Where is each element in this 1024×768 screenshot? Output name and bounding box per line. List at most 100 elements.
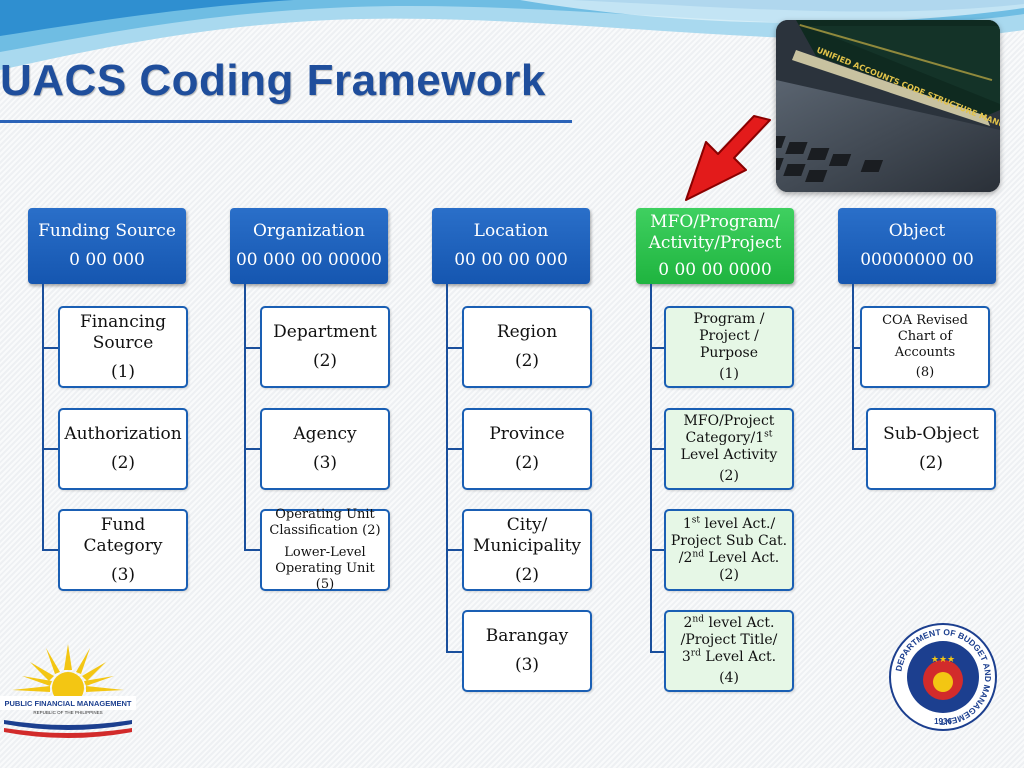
ordinal-suffix: st <box>691 515 701 526</box>
box-program-project-purpose: Program / Project / Purpose (1) <box>664 306 794 388</box>
box-label-secondary: Lower-Level Operating Unit (5) <box>275 545 375 592</box>
box-digits: (2) <box>918 453 944 473</box>
box-label: Agency <box>293 424 357 444</box>
header-name: Location <box>473 221 549 241</box>
header-location: Location 00 00 00 000 <box>432 208 590 284</box>
box-label-part: 2 <box>683 615 693 631</box>
ordinal-suffix: rd <box>690 648 701 659</box>
box-coa-revised-chart: COA Revised Chart of Accounts (8) <box>860 306 990 388</box>
pfm-logo-subtext: REPUBLIC OF THE PHILIPPINES <box>33 710 102 715</box>
box-mfo-project-category: MFO/Project Category/1st Level Activity … <box>664 408 794 490</box>
connector <box>650 549 666 551</box>
box-digits: (3) <box>110 564 136 585</box>
connector <box>42 347 60 349</box>
box-sub-object: Sub-Object (2) <box>866 408 996 490</box>
dbm-seal: DEPARTMENT OF BUDGET AND MANAGEMENT ★★★ … <box>889 623 997 731</box>
connector <box>446 347 464 349</box>
box-authorization: Authorization (2) <box>58 408 188 490</box>
box-digits: (2) <box>719 468 739 484</box>
box-label-part: Level Act. <box>700 649 777 665</box>
box-label-part: level Act. /Project Title/ 3 <box>680 615 778 665</box>
box-digits: (3) <box>312 453 338 473</box>
header-name: Organization <box>252 221 365 241</box>
box-barangay: Barangay (3) <box>462 610 592 692</box>
header-name: Object <box>888 221 946 241</box>
header-code: 00000000 00 <box>860 250 974 270</box>
box-digits: (2) <box>514 564 540 585</box>
connector <box>42 448 60 450</box>
box-digits: (8) <box>915 365 935 380</box>
box-digits: (2) <box>719 567 739 583</box>
box-label-part: 1 <box>682 516 692 532</box>
connector <box>42 549 60 551</box>
box-digits: (4) <box>719 670 739 686</box>
connector <box>244 549 262 551</box>
header-swoosh <box>0 0 1024 70</box>
box-label-part: Level Act. <box>704 550 780 566</box>
box-label: Program / Project / Purpose <box>693 311 765 361</box>
box-city-municipality: City/ Municipality (2) <box>462 509 592 591</box>
box-digits: (2) <box>514 453 540 473</box>
box-financing-source: Financing Source (1) <box>58 306 188 388</box>
box-agency: Agency (3) <box>260 408 390 490</box>
box-label: Financing Source <box>79 311 167 353</box>
box-region: Region (2) <box>462 306 592 388</box>
connector-vertical <box>650 284 652 652</box>
slide-title: UACS Coding Framework <box>0 56 546 105</box>
connector <box>244 347 262 349</box>
pfm-logo-text: PUBLIC FINANCIAL MANAGEMENT <box>5 699 132 708</box>
box-digits: (2) <box>110 453 136 473</box>
header-code: 0 00 00 0000 <box>658 259 772 280</box>
connector <box>446 651 464 653</box>
connector <box>446 448 464 450</box>
box-digits: (2) <box>514 351 540 371</box>
box-label: City/ Municipality <box>472 514 582 556</box>
box-first-level-activity: 1st level Act./ Project Sub Cat. /2nd Le… <box>664 509 794 591</box>
box-label-part: Level Activity <box>680 447 778 463</box>
box-label: 1st level Act./ Project Sub Cat. /2nd Le… <box>670 516 788 567</box>
svg-text:★★★: ★★★ <box>931 655 955 665</box>
pfm-logo: PUBLIC FINANCIAL MANAGEMENT REPUBLIC OF … <box>0 644 136 738</box>
header-code: 0 00 000 <box>69 250 145 270</box>
box-province: Province (2) <box>462 408 592 490</box>
box-label: Region <box>496 322 558 342</box>
ordinal-suffix: st <box>764 429 773 440</box>
box-department: Department (2) <box>260 306 390 388</box>
connector <box>446 549 464 551</box>
box-label: Fund Category <box>83 514 163 556</box>
box-fund-category: Fund Category (3) <box>58 509 188 591</box>
box-label: Operating Unit Classification (2) <box>269 507 381 538</box>
connector <box>244 448 262 450</box>
title-underline <box>0 120 572 123</box>
box-label: COA Revised Chart of Accounts <box>882 313 968 360</box>
box-label: Authorization <box>64 424 182 444</box>
connector <box>650 651 666 653</box>
connector <box>852 347 862 349</box>
connector <box>852 448 868 450</box>
box-label-part: level Act./ Project Sub Cat. /2 <box>670 516 788 566</box>
box-digits: (3) <box>514 655 540 675</box>
connector-vertical <box>852 284 854 450</box>
box-digits: (2) <box>312 351 338 371</box>
header-code: 00 00 00 000 <box>454 250 568 270</box>
box-label: Barangay <box>485 626 569 646</box>
box-digits: (1) <box>110 361 136 382</box>
red-arrow-pointer <box>685 115 771 201</box>
box-operating-unit: Operating Unit Classification (2) Lower-… <box>260 507 390 592</box>
header-mfo-program: MFO/Program/ Activity/Project 0 00 00 00… <box>636 208 794 284</box>
box-label: MFO/Project Category/1st Level Activity <box>670 413 788 464</box>
header-organization: Organization 00 000 00 00000 <box>230 208 388 284</box>
box-label: Department <box>273 322 377 342</box>
header-funding-source: Funding Source 0 00 000 <box>28 208 186 284</box>
ordinal-suffix: nd <box>692 614 705 625</box>
header-name: Funding Source <box>38 221 176 241</box>
box-label: Sub-Object <box>883 424 979 444</box>
box-label-part: MFO/Project Category/1 <box>683 413 775 446</box>
box-second-level-activity: 2nd level Act. /Project Title/ 3rd Level… <box>664 610 794 692</box>
seal-year: 1936 <box>934 717 952 726</box>
connector-vertical <box>446 284 448 652</box>
header-object: Object 00000000 00 <box>838 208 996 284</box>
box-label: 2nd level Act. /Project Title/ 3rd Level… <box>670 615 788 666</box>
manual-photo: UNIFIED ACCOUNTS CODE STRUCTURE MANUAL <box>776 20 1000 192</box>
box-label: Province <box>489 424 565 444</box>
